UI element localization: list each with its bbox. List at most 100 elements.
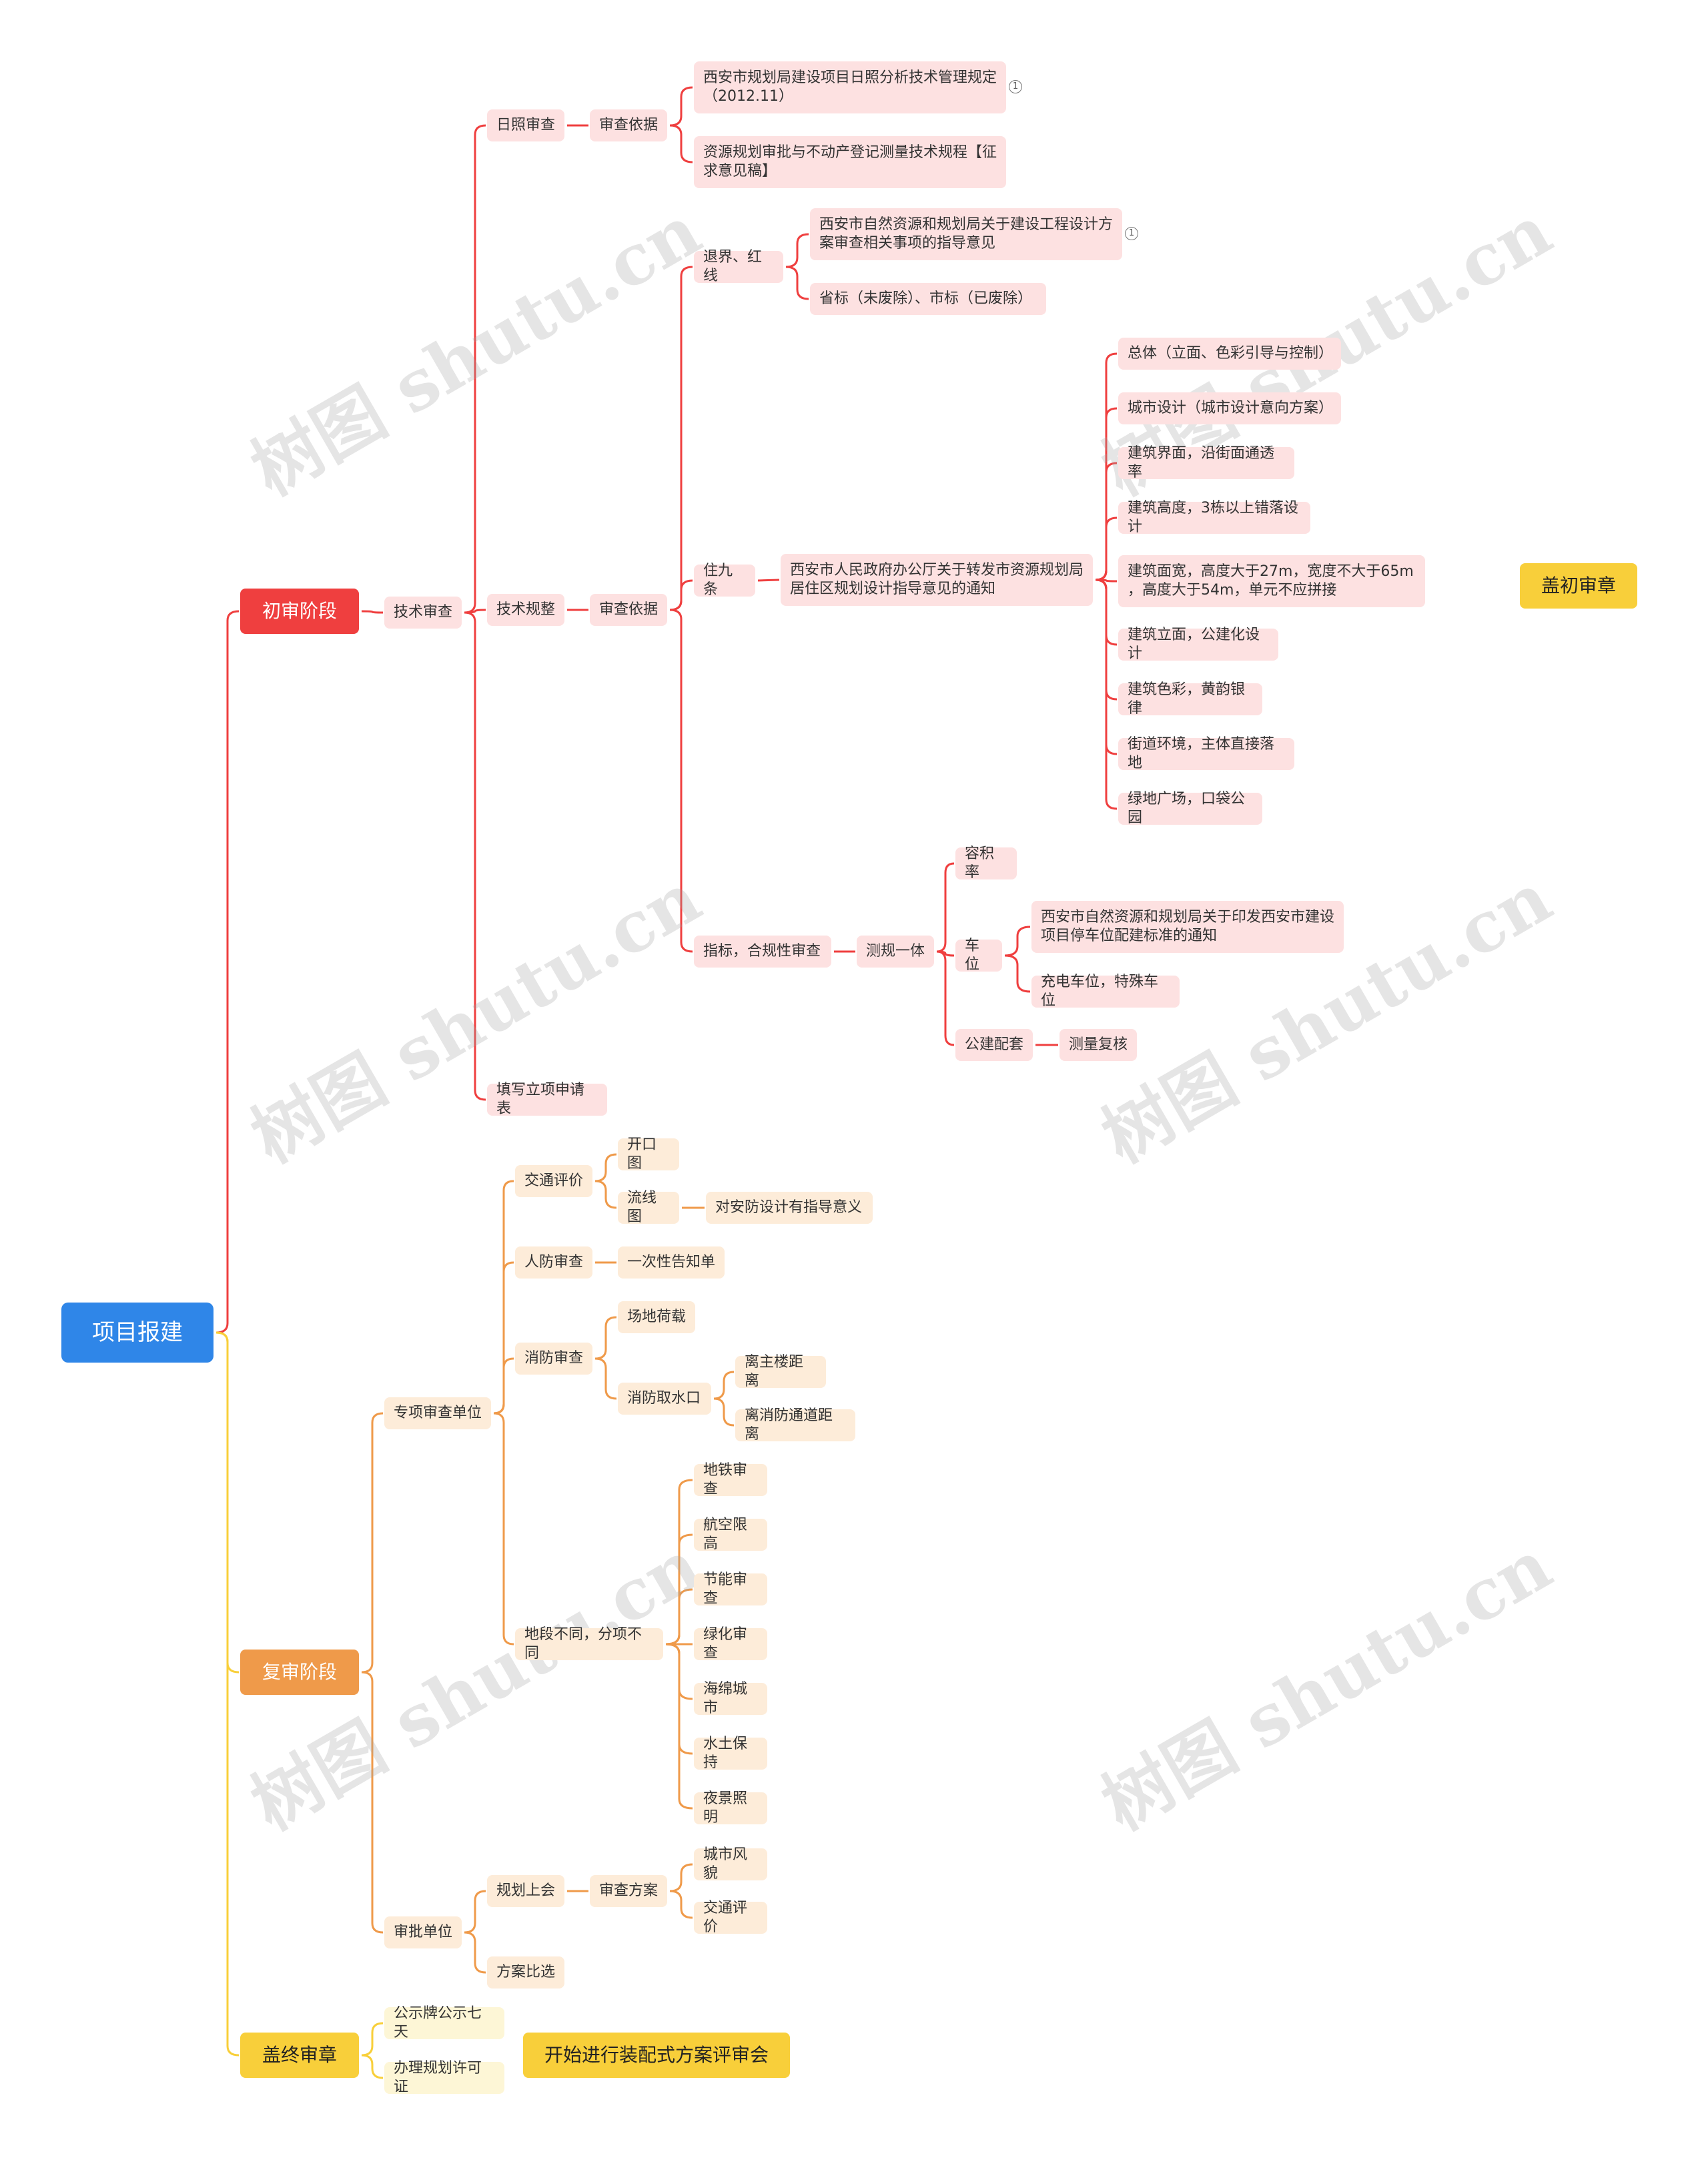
connector: [1095, 516, 1118, 581]
node-apply-form[interactable]: 填写立项申请表: [487, 1082, 607, 1117]
connector: [713, 1371, 735, 1400]
node-approval-unit[interactable]: 审批单位: [384, 1916, 462, 1948]
node-flow-note[interactable]: 对安防设计有指导意义: [706, 1192, 873, 1224]
stamp-first-button[interactable]: 盖初审章: [1520, 563, 1637, 609]
node-fire-water[interactable]: 消防取水口: [618, 1383, 711, 1415]
varies-item[interactable]: 绿化审查: [694, 1626, 767, 1662]
connector: [669, 609, 693, 953]
node-sunlight-basis[interactable]: 审查依据: [590, 109, 667, 141]
section-second-review[interactable]: 复审阶段: [240, 1650, 359, 1695]
node-survey[interactable]: 测规一体: [857, 936, 934, 968]
connector: [669, 1863, 693, 1892]
connector: [594, 1153, 617, 1182]
node-sunlight-doc-2[interactable]: 资源规划审批与不动产登记测量技术规程【征 求意见稿】: [694, 136, 1006, 188]
plan-item[interactable]: 城市风貌: [694, 1846, 767, 1882]
node-review-plan[interactable]: 审查方案: [590, 1875, 667, 1907]
connector: [669, 266, 693, 611]
node-plan-basis[interactable]: 审查依据: [590, 594, 667, 626]
connector: [669, 124, 693, 163]
connector: [669, 579, 693, 611]
node-sunlight-review[interactable]: 日照审查: [487, 109, 564, 141]
node-tech-review[interactable]: 技术审查: [384, 597, 462, 629]
connector: [669, 86, 693, 127]
node-flow[interactable]: 流线图: [618, 1190, 679, 1225]
connector: [1004, 926, 1031, 957]
nine-item[interactable]: 街道环境，主体直接落地: [1118, 736, 1294, 771]
node-setback[interactable]: 退界、红线: [694, 249, 783, 284]
nine-item[interactable]: 建筑界面，沿街面通透率: [1118, 445, 1294, 480]
connector: [757, 579, 780, 582]
connector: [594, 1180, 617, 1209]
node-public-check[interactable]: 测量复核: [1059, 1029, 1137, 1061]
node-public-notice[interactable]: 公示牌公示七天: [384, 2005, 504, 2041]
varies-item[interactable]: 地铁审查: [694, 1462, 767, 1497]
node-fire[interactable]: 消防审查: [515, 1343, 592, 1375]
node-fire-distance-1[interactable]: 离主楼距离: [735, 1354, 826, 1389]
connector: [936, 950, 955, 1046]
nine-item[interactable]: 总体（立面、色彩引导与控制）: [1118, 338, 1341, 370]
connector: [669, 1890, 693, 1919]
node-civil-defense[interactable]: 人防审查: [515, 1246, 592, 1279]
node-sunlight-doc-1[interactable]: 西安市规划局建设项目日照分析技术管理规定 （2012.11）: [694, 61, 1006, 113]
varies-item[interactable]: 节能审查: [694, 1571, 767, 1607]
node-planning-meeting[interactable]: 规划上会: [487, 1875, 564, 1907]
node-setback-doc-2[interactable]: 省标（未废除）、市标（已废除）: [810, 283, 1046, 315]
nine-item[interactable]: 绿地广场，口袋公园: [1118, 791, 1262, 826]
node-nine-rules[interactable]: 住九条: [694, 563, 755, 598]
varies-item[interactable]: 水土保持: [694, 1736, 767, 1771]
connector: [713, 1397, 735, 1427]
connector: [665, 1643, 693, 1810]
node-civil-note[interactable]: 一次性告知单: [618, 1246, 725, 1279]
connector: [361, 2022, 384, 2057]
nine-item[interactable]: 建筑面宽，高度大于27m，宽度不大于65m ，高度大于54m，单元不应拼接: [1118, 555, 1425, 607]
node-parking-ev[interactable]: 充电车位，特殊车位: [1031, 974, 1180, 1009]
connector: [464, 1890, 486, 1934]
node-plan-compare[interactable]: 方案比选: [487, 1956, 564, 1989]
varies-item[interactable]: 航空限高: [694, 1517, 767, 1552]
nine-item[interactable]: 建筑立面，公建化设计: [1118, 627, 1278, 662]
section-final-stamp[interactable]: 盖终审章: [240, 2033, 359, 2078]
node-fire-load[interactable]: 场地荷载: [618, 1301, 695, 1333]
connector: [1004, 954, 1031, 993]
note-icon[interactable]: 1: [1125, 227, 1138, 240]
root-node[interactable]: 项目报建: [61, 1303, 214, 1363]
varies-item[interactable]: 夜景照明: [694, 1790, 767, 1826]
connector: [216, 610, 240, 1334]
nine-item[interactable]: 城市设计（城市设计意向方案）: [1118, 392, 1341, 424]
node-opening[interactable]: 开口图: [618, 1136, 679, 1172]
note-icon[interactable]: 1: [1009, 80, 1022, 93]
plan-item[interactable]: 交通评价: [694, 1900, 767, 1935]
node-traffic[interactable]: 交通评价: [515, 1165, 592, 1197]
connector: [464, 1931, 486, 1974]
connector: [361, 1412, 384, 1674]
node-public[interactable]: 公建配套: [955, 1029, 1033, 1061]
connector: [464, 611, 486, 1101]
node-parking[interactable]: 车位: [955, 938, 1002, 973]
node-nine-doc[interactable]: 西安市人民政府办公厅关于转发市资源规划局 居住区规划设计指导意见的通知: [781, 554, 1093, 606]
connector: [361, 1671, 384, 1934]
node-index-review[interactable]: 指标，合规性审查: [694, 936, 831, 968]
start-review-meeting-button[interactable]: 开始进行装配式方案评审会: [523, 2033, 790, 2078]
connector: [493, 1412, 514, 1646]
node-special-units[interactable]: 专项审查单位: [384, 1397, 491, 1429]
node-setback-doc-1[interactable]: 西安市自然资源和规划局关于建设工程设计方 案审查相关事项的指导意见: [810, 208, 1122, 260]
node-tech-plan[interactable]: 技术规整: [487, 594, 564, 626]
connector: [785, 233, 809, 268]
connector: [361, 2054, 384, 2079]
connector: [594, 1316, 617, 1360]
node-far[interactable]: 容积率: [955, 845, 1017, 881]
node-parking-doc[interactable]: 西安市自然资源和规划局关于印发西安市建设 项目停车位配建标准的通知: [1031, 901, 1344, 953]
node-fire-distance-2[interactable]: 离消防通道距离: [735, 1407, 855, 1443]
connector: [493, 1357, 514, 1415]
connector: [361, 610, 384, 614]
varies-item[interactable]: 海绵城市: [694, 1681, 767, 1716]
nine-item[interactable]: 建筑高度，3栋以上错落设计: [1118, 500, 1310, 535]
section-first-review[interactable]: 初审阶段: [240, 589, 359, 634]
node-varies[interactable]: 地段不同，分项不同: [515, 1626, 663, 1662]
connector: [594, 1357, 617, 1400]
node-planning-permit[interactable]: 办理规划许可证: [384, 2060, 504, 2095]
connector: [216, 1331, 240, 2057]
nine-item[interactable]: 建筑色彩，黄韵银律: [1118, 681, 1262, 717]
connector: [785, 266, 809, 300]
